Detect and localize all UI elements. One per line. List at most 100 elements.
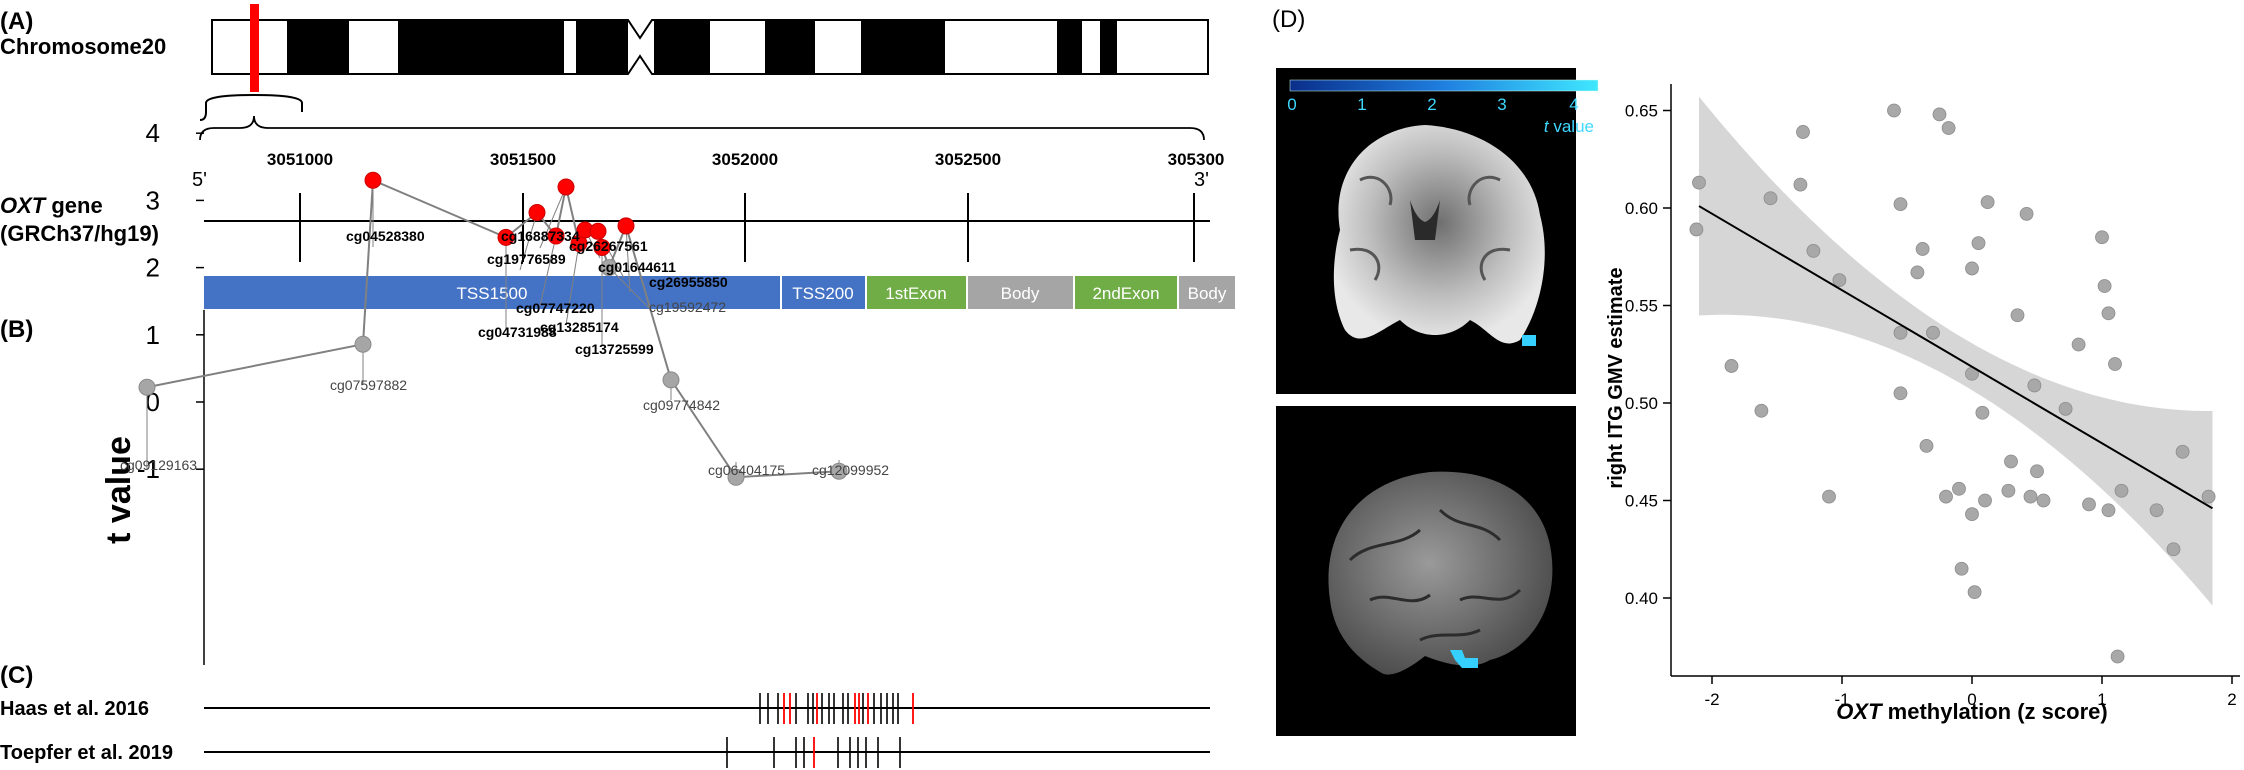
scatter-point-32 (2004, 454, 2018, 469)
chart-b-leader (539, 186, 567, 249)
cpg-point-cg19776589 (528, 203, 546, 221)
region-tss1500 (204, 276, 780, 309)
scatter-point-29 (1978, 493, 1992, 508)
chart-b-y-axis-label: t value (100, 436, 138, 544)
region-body-2-label: Body (1188, 284, 1227, 303)
chart-d-y-tick-label: 0.55 (1625, 297, 1658, 316)
chart-d-x-tick-label: 2 (2227, 690, 2236, 709)
scatter-point-30 (1980, 195, 1995, 210)
cpg-point-cg12099952 (830, 462, 848, 480)
chart-b-y-tick-label: 1 (146, 320, 160, 350)
scatter-point-0 (1689, 222, 1704, 237)
gene-position-4: 3052500 (935, 150, 1001, 169)
cpg-point-cg13725599 (593, 238, 611, 256)
zoom-brace (199, 115, 1205, 141)
gene-position-5: 305300 (1168, 150, 1225, 169)
scatter-point-25 (1965, 507, 1979, 522)
cpg-label-cg01644611: cg01644611 (598, 259, 676, 275)
colorbar-tick-0: 0 (1287, 95, 1296, 114)
chart-b-y-tick-label: -1 (137, 454, 160, 484)
scatter-point-41 (2082, 497, 2096, 512)
gene-name-label: OXT gene (0, 193, 103, 218)
region-tss200-label: TSS200 (792, 284, 853, 303)
scatter-point-45 (2101, 503, 2116, 518)
scatter-point-49 (2149, 503, 2164, 518)
cpg-point-cg04528380 (364, 171, 382, 189)
cpg-point-cg07597882 (354, 335, 372, 353)
scatter-point-5 (1793, 177, 1808, 192)
study-track-toepfer (204, 737, 1210, 768)
chart-b-leader (608, 267, 650, 309)
scatter-point-34 (2019, 206, 2034, 221)
scatter-point-44 (2101, 306, 2116, 321)
scatter-point-39 (2058, 401, 2073, 416)
scatter-point-37 (2030, 464, 2044, 479)
cpg-label-cg09129163: cg09129163 (120, 457, 197, 473)
cpg-label-cg19776589: cg19776589 (487, 251, 566, 267)
scatter-point-17 (1926, 325, 1940, 340)
cpg-label-cg04528380: cg04528380 (346, 228, 425, 244)
chart-d-x-tick-label: -2 (1704, 690, 1719, 709)
chart-b-leader (539, 235, 557, 307)
cpg-point-cg09774842 (662, 371, 680, 389)
region-body-1-label: Body (1001, 284, 1040, 303)
cpg-label-cg26955850: cg26955850 (649, 274, 728, 290)
gene-name-suffix: gene (45, 193, 102, 218)
chart-d-x-axis-label-suffix: methylation (z score) (1882, 699, 2108, 724)
chart-b-y-tick-label: 4 (146, 118, 160, 148)
chart-b-leader (565, 243, 580, 326)
cpg-label-cg26267561: cg26267561 (569, 238, 648, 254)
scatter-point-47 (2110, 649, 2125, 664)
scatter-point-46 (2108, 357, 2122, 371)
gene-position-3: 3052000 (712, 150, 778, 169)
scatter-point-21 (1952, 481, 1966, 496)
scatter-point-27 (1971, 236, 1986, 251)
scatter-point-38 (2036, 493, 2051, 508)
scatter-point-48 (2114, 483, 2129, 498)
scatter-point-50 (2166, 542, 2181, 557)
cpg-label-cg09774842: cg09774842 (643, 397, 720, 413)
scatter-point-43 (2097, 279, 2112, 293)
coronal-cluster (1522, 335, 1536, 346)
colorbar-tick-1: 1 (1357, 95, 1366, 114)
chart-d-y-axis-label: right ITG GMV estimate (1605, 267, 1627, 488)
scatter-point-6 (1796, 125, 1810, 139)
scatter-point-7 (1806, 243, 1821, 258)
scatter-point-40 (2071, 337, 2086, 352)
cpg-point-cg09129163 (138, 378, 156, 396)
cpg-label-cg04731988: cg04731988 (478, 324, 557, 340)
cpg-point-cg16887334 (557, 178, 575, 196)
cpg-label-cg19592472: cg19592472 (649, 299, 726, 315)
five-prime-label: 5' (192, 169, 207, 191)
panel-label-b: (B) (0, 316, 33, 343)
region-2ndexon-label: 2ndExon (1092, 284, 1159, 303)
cpg-point-cg01644611 (589, 222, 607, 240)
scatter-point-2 (1724, 359, 1739, 373)
scatter-point-33 (2010, 308, 2025, 323)
gene-position-2: 3051500 (490, 150, 556, 169)
scatter-point-11 (1893, 197, 1908, 212)
chart-d-y-tick-label: 0.60 (1625, 199, 1658, 218)
chromosome-ideogram (199, 4, 1209, 121)
panel-label-d: (D) (1272, 6, 1305, 33)
cpg-point-cg07747220 (547, 227, 565, 245)
cpg-label-cg06404175: cg06404175 (708, 462, 785, 478)
cpg-label-cg16887334: cg16887334 (501, 228, 580, 244)
study-track-haas (204, 693, 1210, 724)
scatter-point-22 (1954, 561, 1969, 576)
region-tss1500-label: TSS1500 (457, 284, 528, 303)
scatter-point-13 (1893, 386, 1908, 401)
colorbar-label: t value (1544, 117, 1594, 136)
chart-d-x-axis-label: OXT methylation (z score) (1836, 699, 2107, 724)
cpg-label-cg07747220: cg07747220 (516, 300, 595, 316)
scatter-point-35 (2023, 489, 2038, 504)
scatter-point-12 (1893, 325, 1908, 340)
three-prime-label: 3' (1194, 169, 1209, 191)
scatter-point-9 (1832, 273, 1847, 288)
scatter-point-26 (1967, 585, 1982, 600)
chart-d-x-tick-label: 0 (1967, 690, 1976, 709)
colorbar-label-t: t (1544, 117, 1550, 136)
region-1stexon-label: 1stExon (885, 284, 946, 303)
scatter-point-10 (1887, 103, 1901, 118)
